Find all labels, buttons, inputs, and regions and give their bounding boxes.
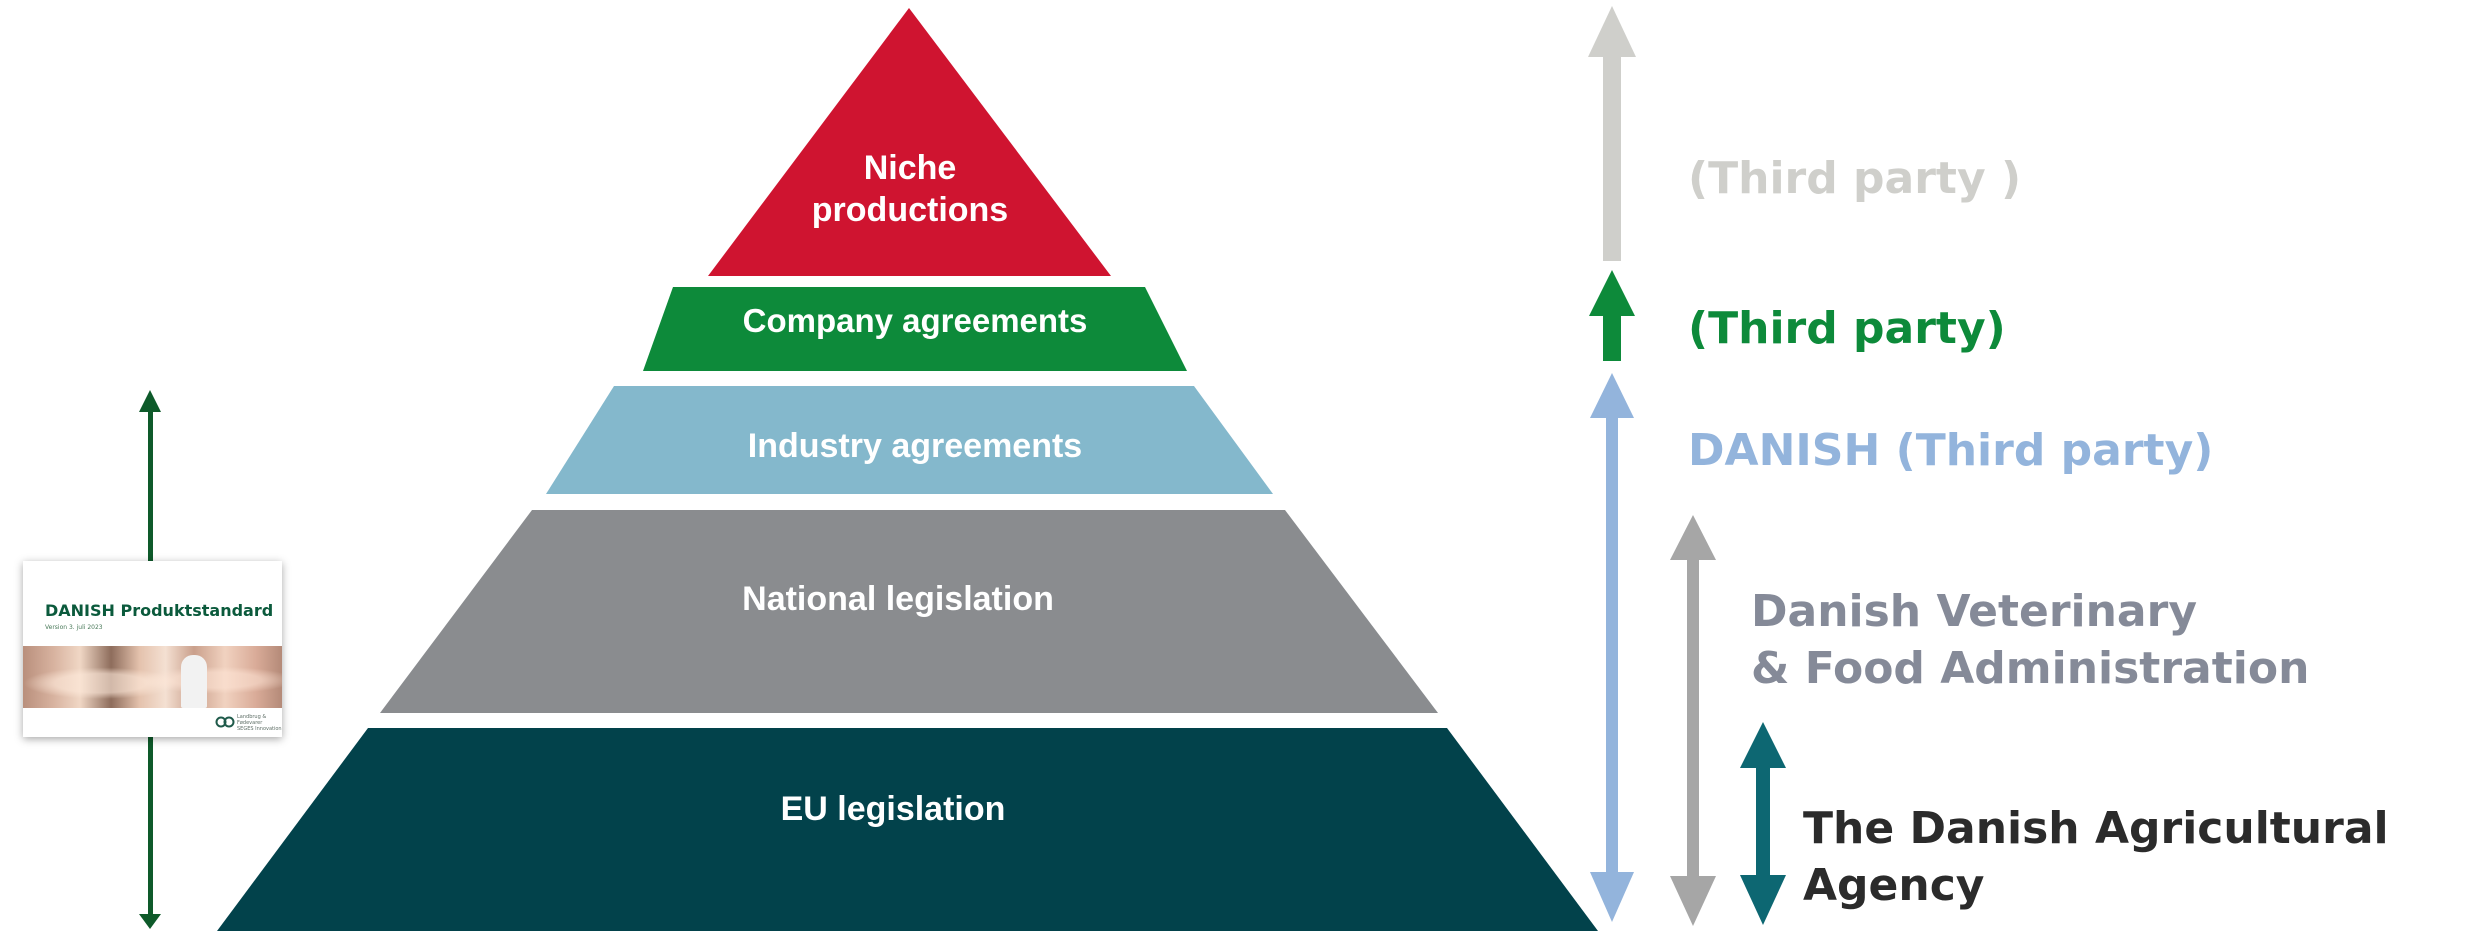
third-party-top-arrow <box>1588 6 1636 261</box>
organization-logo-icon <box>215 716 235 728</box>
document-cover-photo <box>23 646 282 708</box>
danish-produktstandard-document: DANISH Produktstandard Version 3. juli 2… <box>23 561 282 737</box>
document-cover-person <box>181 655 207 708</box>
tier-niche-productions <box>708 8 1111 276</box>
tier-national-legislation <box>380 510 1438 713</box>
tier-label-eu-legislation: EU legislation <box>780 790 1006 828</box>
side-label-third-party-top: (Third party ) <box>1688 153 2022 204</box>
tier-label-national-legislation: National legislation <box>742 580 1054 618</box>
document-title: DANISH Produktstandard <box>45 601 274 620</box>
document-version: Version 3. juli 2023 <box>45 624 103 631</box>
document-logo-text: Landbrug & Fødevarer SEGES Innovation <box>237 714 282 732</box>
tier-company-agreements <box>643 287 1187 371</box>
tier-label-industry-agreements: Industry agreements <box>747 427 1083 465</box>
veterinary-food-arrow <box>1670 515 1716 926</box>
side-label-third-party-company: (Third party) <box>1688 303 2006 354</box>
agricultural-agency-arrow <box>1740 722 1786 925</box>
side-label-danish-third-party: DANISH (Third party) <box>1688 425 2214 476</box>
side-label-agricultural-agency: The Danish Agricultural Agency <box>1803 803 2389 912</box>
tier-industry-agreements <box>546 386 1273 494</box>
third-party-company-arrow <box>1589 270 1635 361</box>
danish-third-party-arrow <box>1590 373 1634 922</box>
tier-eu-legislation <box>217 728 1598 931</box>
tier-label-niche-productions: Niche productions <box>811 149 1009 230</box>
side-label-veterinary-food-administration: Danish Veterinary & Food Administration <box>1751 586 2310 695</box>
tier-label-company-agreements: Company agreements <box>742 302 1088 339</box>
